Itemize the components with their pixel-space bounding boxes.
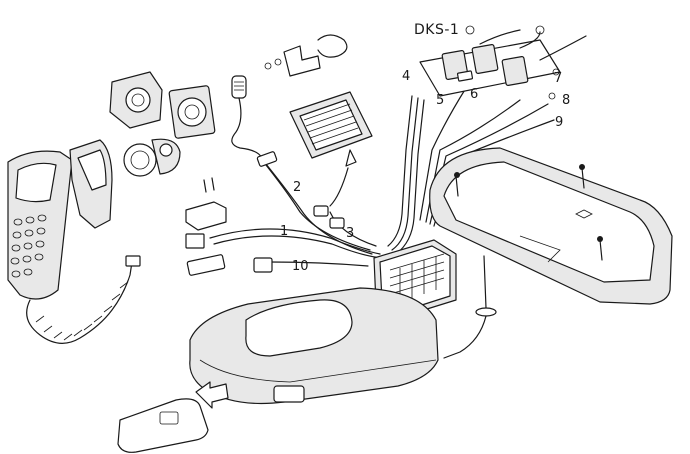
mounting-plate [429, 147, 673, 305]
microphone [231, 75, 263, 159]
antenna [443, 255, 497, 359]
label-6: 6 [470, 87, 478, 102]
cable-harness [209, 87, 555, 273]
labels: DKS-1 1 2 3 4 5 6 7 8 9 10 [280, 22, 570, 274]
label-4: 4 [402, 69, 410, 84]
handset-cradle [69, 139, 113, 229]
diagram-title: DKS-1 [414, 22, 459, 38]
label-8: 8 [562, 93, 570, 108]
mounting-brackets-top [264, 34, 348, 77]
label-7: 7 [554, 71, 562, 86]
handset [7, 150, 73, 300]
mounting-clips [185, 177, 227, 276]
label-5: 5 [436, 93, 444, 108]
label-1: 1 [280, 224, 288, 239]
sim-card [117, 398, 209, 453]
speaker-assembly [109, 71, 216, 177]
base-module [189, 287, 439, 405]
label-2: 2 [293, 180, 301, 195]
curly-cord [26, 255, 141, 344]
insert-arrow-icon [195, 381, 229, 409]
dks-relay-box [419, 25, 587, 100]
label-10: 10 [292, 259, 309, 274]
external-speaker [289, 91, 373, 167]
label-9: 9 [555, 115, 563, 130]
label-3: 3 [346, 226, 354, 241]
